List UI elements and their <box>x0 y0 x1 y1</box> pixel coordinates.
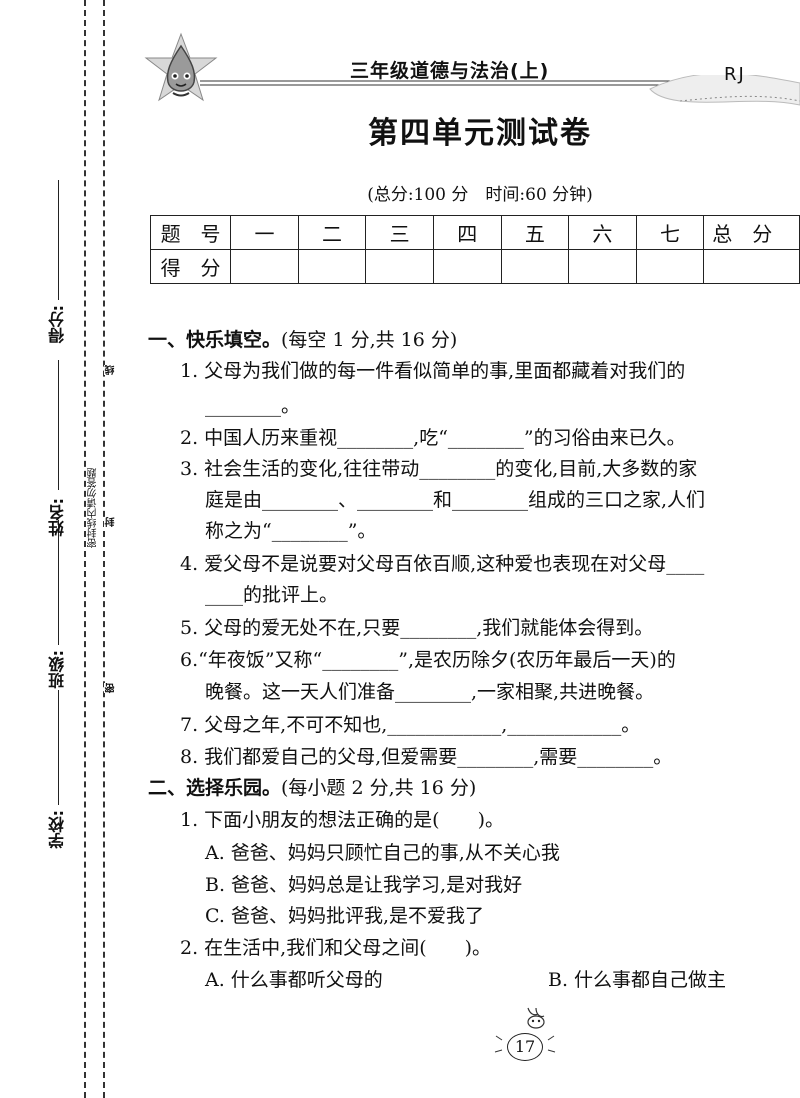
score-cell-3[interactable] <box>365 249 434 284</box>
class-field[interactable] <box>58 520 59 645</box>
score-col-total: 总 分 <box>703 215 800 250</box>
score-col-6: 六 <box>568 215 637 250</box>
binding-mark-xian: 线 <box>104 365 119 375</box>
page-title: 第四单元测试卷 <box>368 116 592 151</box>
q8-line-1: 8. 我们都爱自己的父母,但爱需要________,需要________。 <box>180 746 673 768</box>
header-rule-lines <box>200 75 800 106</box>
score-col-2: 二 <box>297 215 367 250</box>
class-label: 班级: <box>48 650 67 689</box>
score-table-row1-head: 题 号 <box>149 215 232 250</box>
q4-line-1: 4. 爱父母不是说要对父母百依百顺,这种爱也表现在对父母____ <box>180 553 705 575</box>
exam-info: (总分:100 分 时间:60 分钟) <box>367 185 593 205</box>
section1-title: 一、快乐填空。 <box>148 329 282 351</box>
score-cell-5[interactable] <box>500 249 570 284</box>
school-field[interactable] <box>58 690 59 805</box>
binding-mark-mi: 密 <box>104 683 119 693</box>
q3-line-2: 庭是由________、________和________组成的三口之家,人们 <box>205 489 706 511</box>
score-cell-4[interactable] <box>432 249 502 284</box>
q1-line-1: 1. 父母为我们做的每一件看似简单的事,里面都藏着对我们的 <box>180 360 686 382</box>
mc2-option-b[interactable]: B. 什么事都自己做主 <box>548 969 727 991</box>
school-label: 学校: <box>48 810 67 849</box>
name-label: 姓名: <box>48 498 67 537</box>
q4-line-2: ____的批评上。 <box>205 584 339 606</box>
q3-line-1: 3. 社会生活的变化,往往带动________的变化,目前,大多数的家 <box>180 458 698 480</box>
section2-heading: 二、选择乐园。(每小题 2 分,共 16 分) <box>148 773 476 800</box>
score-col-1: 一 <box>230 215 299 250</box>
mc1-option-c[interactable]: C. 爸爸、妈妈批评我,是不爱我了 <box>205 905 484 927</box>
mc1-option-b[interactable]: B. 爸爸、妈妈总是让我学习,是对我好 <box>205 874 523 896</box>
name-field[interactable] <box>58 360 59 490</box>
subject-title: 三年级道德与法治(上) <box>350 60 550 82</box>
score-cell-1[interactable] <box>230 249 299 284</box>
q7-line-1: 7. 父母之年,不可不知也,____________,____________。 <box>180 714 641 736</box>
score-col-7: 七 <box>635 215 705 250</box>
binding-dashed-line-right <box>103 0 105 1098</box>
ladybug-icon <box>494 1007 556 1053</box>
section1-note: (每空 1 分,共 16 分) <box>281 329 458 351</box>
mascot-drop-icon <box>144 32 218 102</box>
score-label: 得分: <box>48 305 67 344</box>
score-field[interactable] <box>58 180 59 300</box>
section2-title: 二、选择乐园。 <box>148 777 282 799</box>
binding-notice: 密封线内请勿答题 <box>86 468 101 548</box>
mc2-question: 2. 在生活中,我们和父母之间( )。 <box>180 937 492 959</box>
mc2-option-a[interactable]: A. 什么事都听父母的 <box>205 969 383 991</box>
q3-line-3: 称之为“________”。 <box>205 520 377 542</box>
score-cell-total[interactable] <box>703 249 800 284</box>
q5-line-1: 5. 父母的爱无处不在,只要________,我们就能体会得到。 <box>180 617 654 639</box>
section1-heading: 一、快乐填空。(每空 1 分,共 16 分) <box>148 325 457 352</box>
score-table-row2-head: 得 分 <box>149 249 232 284</box>
page-number: 17 <box>507 1033 543 1061</box>
score-col-5: 五 <box>500 215 570 250</box>
q6-line-2: 晚餐。这一天人们准备________,一家相聚,共进晚餐。 <box>205 681 655 703</box>
mc1-question: 1. 下面小朋友的想法正确的是( )。 <box>180 809 504 831</box>
score-cell-7[interactable] <box>635 249 705 284</box>
score-cell-6[interactable] <box>568 249 637 284</box>
score-table-row-score: 得 分 <box>149 249 800 284</box>
q6-line-1: 6.“年夜饭”又称“________”,是农历除夕(农历年最后一天)的 <box>180 649 676 671</box>
q1-line-2: ________。 <box>205 395 301 417</box>
score-col-4: 四 <box>432 215 502 250</box>
edition-badge: RJ <box>724 64 746 85</box>
score-cell-2[interactable] <box>297 249 367 284</box>
q2-line-1: 2. 中国人历来重视________,吃“________”的习俗由来已久。 <box>180 427 686 449</box>
score-table: 题 号 一 二 三 四 五 六 七 总 分 得 分 <box>149 215 800 284</box>
score-table-row-header: 题 号 一 二 三 四 五 六 七 总 分 <box>149 215 800 250</box>
binding-dashed-line-left <box>84 0 86 1098</box>
section2-note: (每小题 2 分,共 16 分) <box>281 777 477 799</box>
binding-mark-feng: 封 <box>104 517 119 527</box>
score-col-3: 三 <box>365 215 434 250</box>
mc1-option-a[interactable]: A. 爸爸、妈妈只顾忙自己的事,从不关心我 <box>205 842 560 864</box>
